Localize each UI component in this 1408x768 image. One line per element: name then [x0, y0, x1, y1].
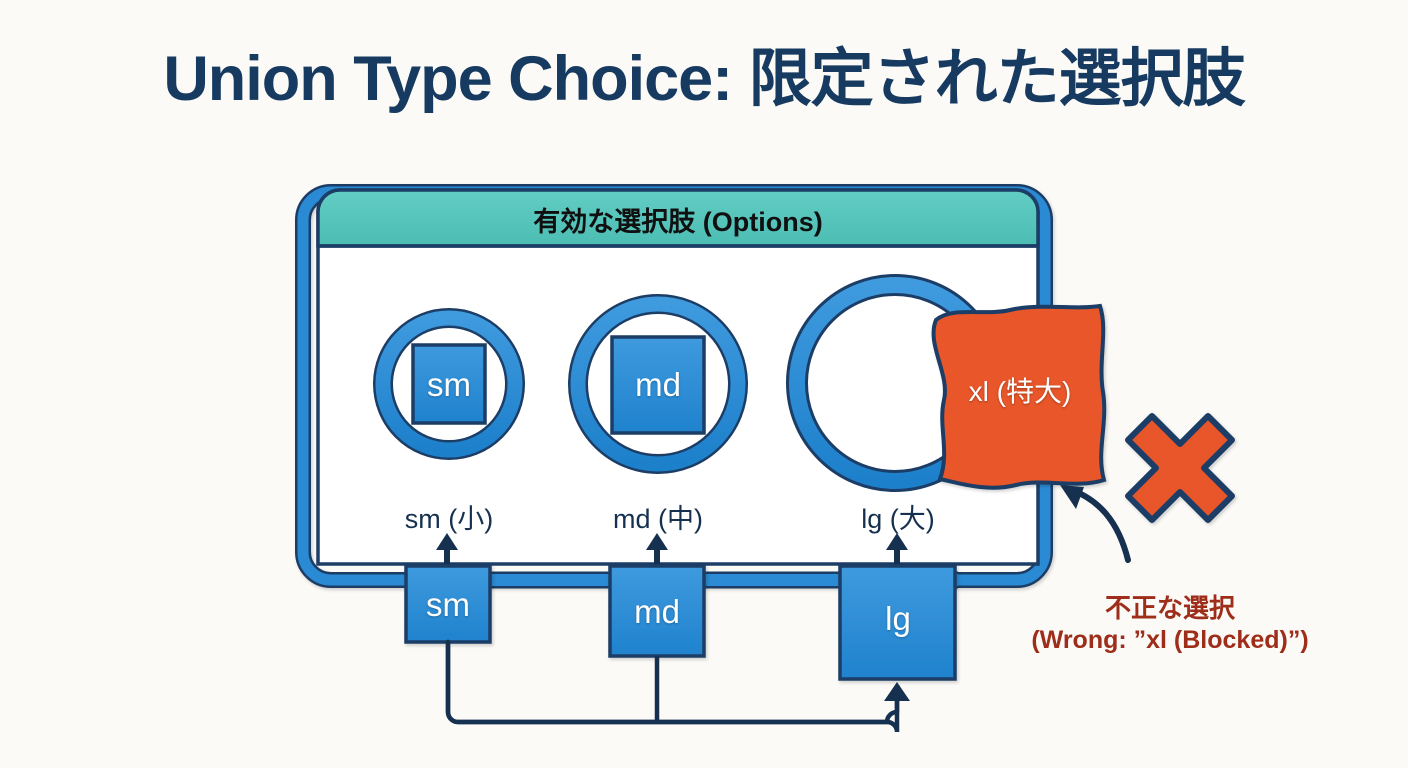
- option-md-icon: [568, 294, 748, 474]
- x-mark-icon: [1125, 413, 1235, 523]
- flow-node-md-label: md: [634, 593, 680, 630]
- arrow-sm-up: [436, 533, 458, 568]
- option-lg-caption: lg (大): [861, 504, 935, 534]
- wrong-choice-annotation: 不正な選択 (Wrong: ”xl (Blocked)”): [1000, 592, 1340, 656]
- blocked-xl-blob: [931, 303, 1107, 490]
- option-md-square-label: md: [635, 366, 681, 403]
- option-sm-square: [411, 343, 487, 425]
- flow-node-sm[interactable]: [404, 564, 492, 644]
- arrow-md-up: [646, 533, 668, 568]
- options-panel-header-bar: [316, 188, 1040, 248]
- flow-node-lg-label: lg: [885, 600, 911, 637]
- option-md-square: [610, 335, 706, 435]
- blocked-xl-blob-label: xl (特大): [968, 376, 1072, 407]
- option-sm-caption: sm (小): [404, 504, 494, 534]
- option-sm-icon: [373, 308, 525, 460]
- page-title: Union Type Choice: 限定された選択肢: [163, 44, 1245, 114]
- option-sm-square-label: sm: [427, 366, 471, 403]
- flow-node-sm-label: sm: [426, 586, 470, 623]
- flow-node-md[interactable]: [608, 564, 706, 658]
- option-md-caption: md (中): [613, 504, 703, 534]
- wrong-choice-line1: 不正な選択: [1104, 593, 1235, 623]
- arrow-lg-up: [886, 533, 908, 568]
- feedback-connector: [445, 639, 910, 733]
- wrong-choice-line2: (Wrong: ”xl (Blocked)”): [1031, 625, 1309, 654]
- annotation-arrow: [1060, 485, 1131, 563]
- flow-node-lg[interactable]: [838, 564, 957, 681]
- options-panel-header-label: 有効な選択肢 (Options): [533, 207, 823, 237]
